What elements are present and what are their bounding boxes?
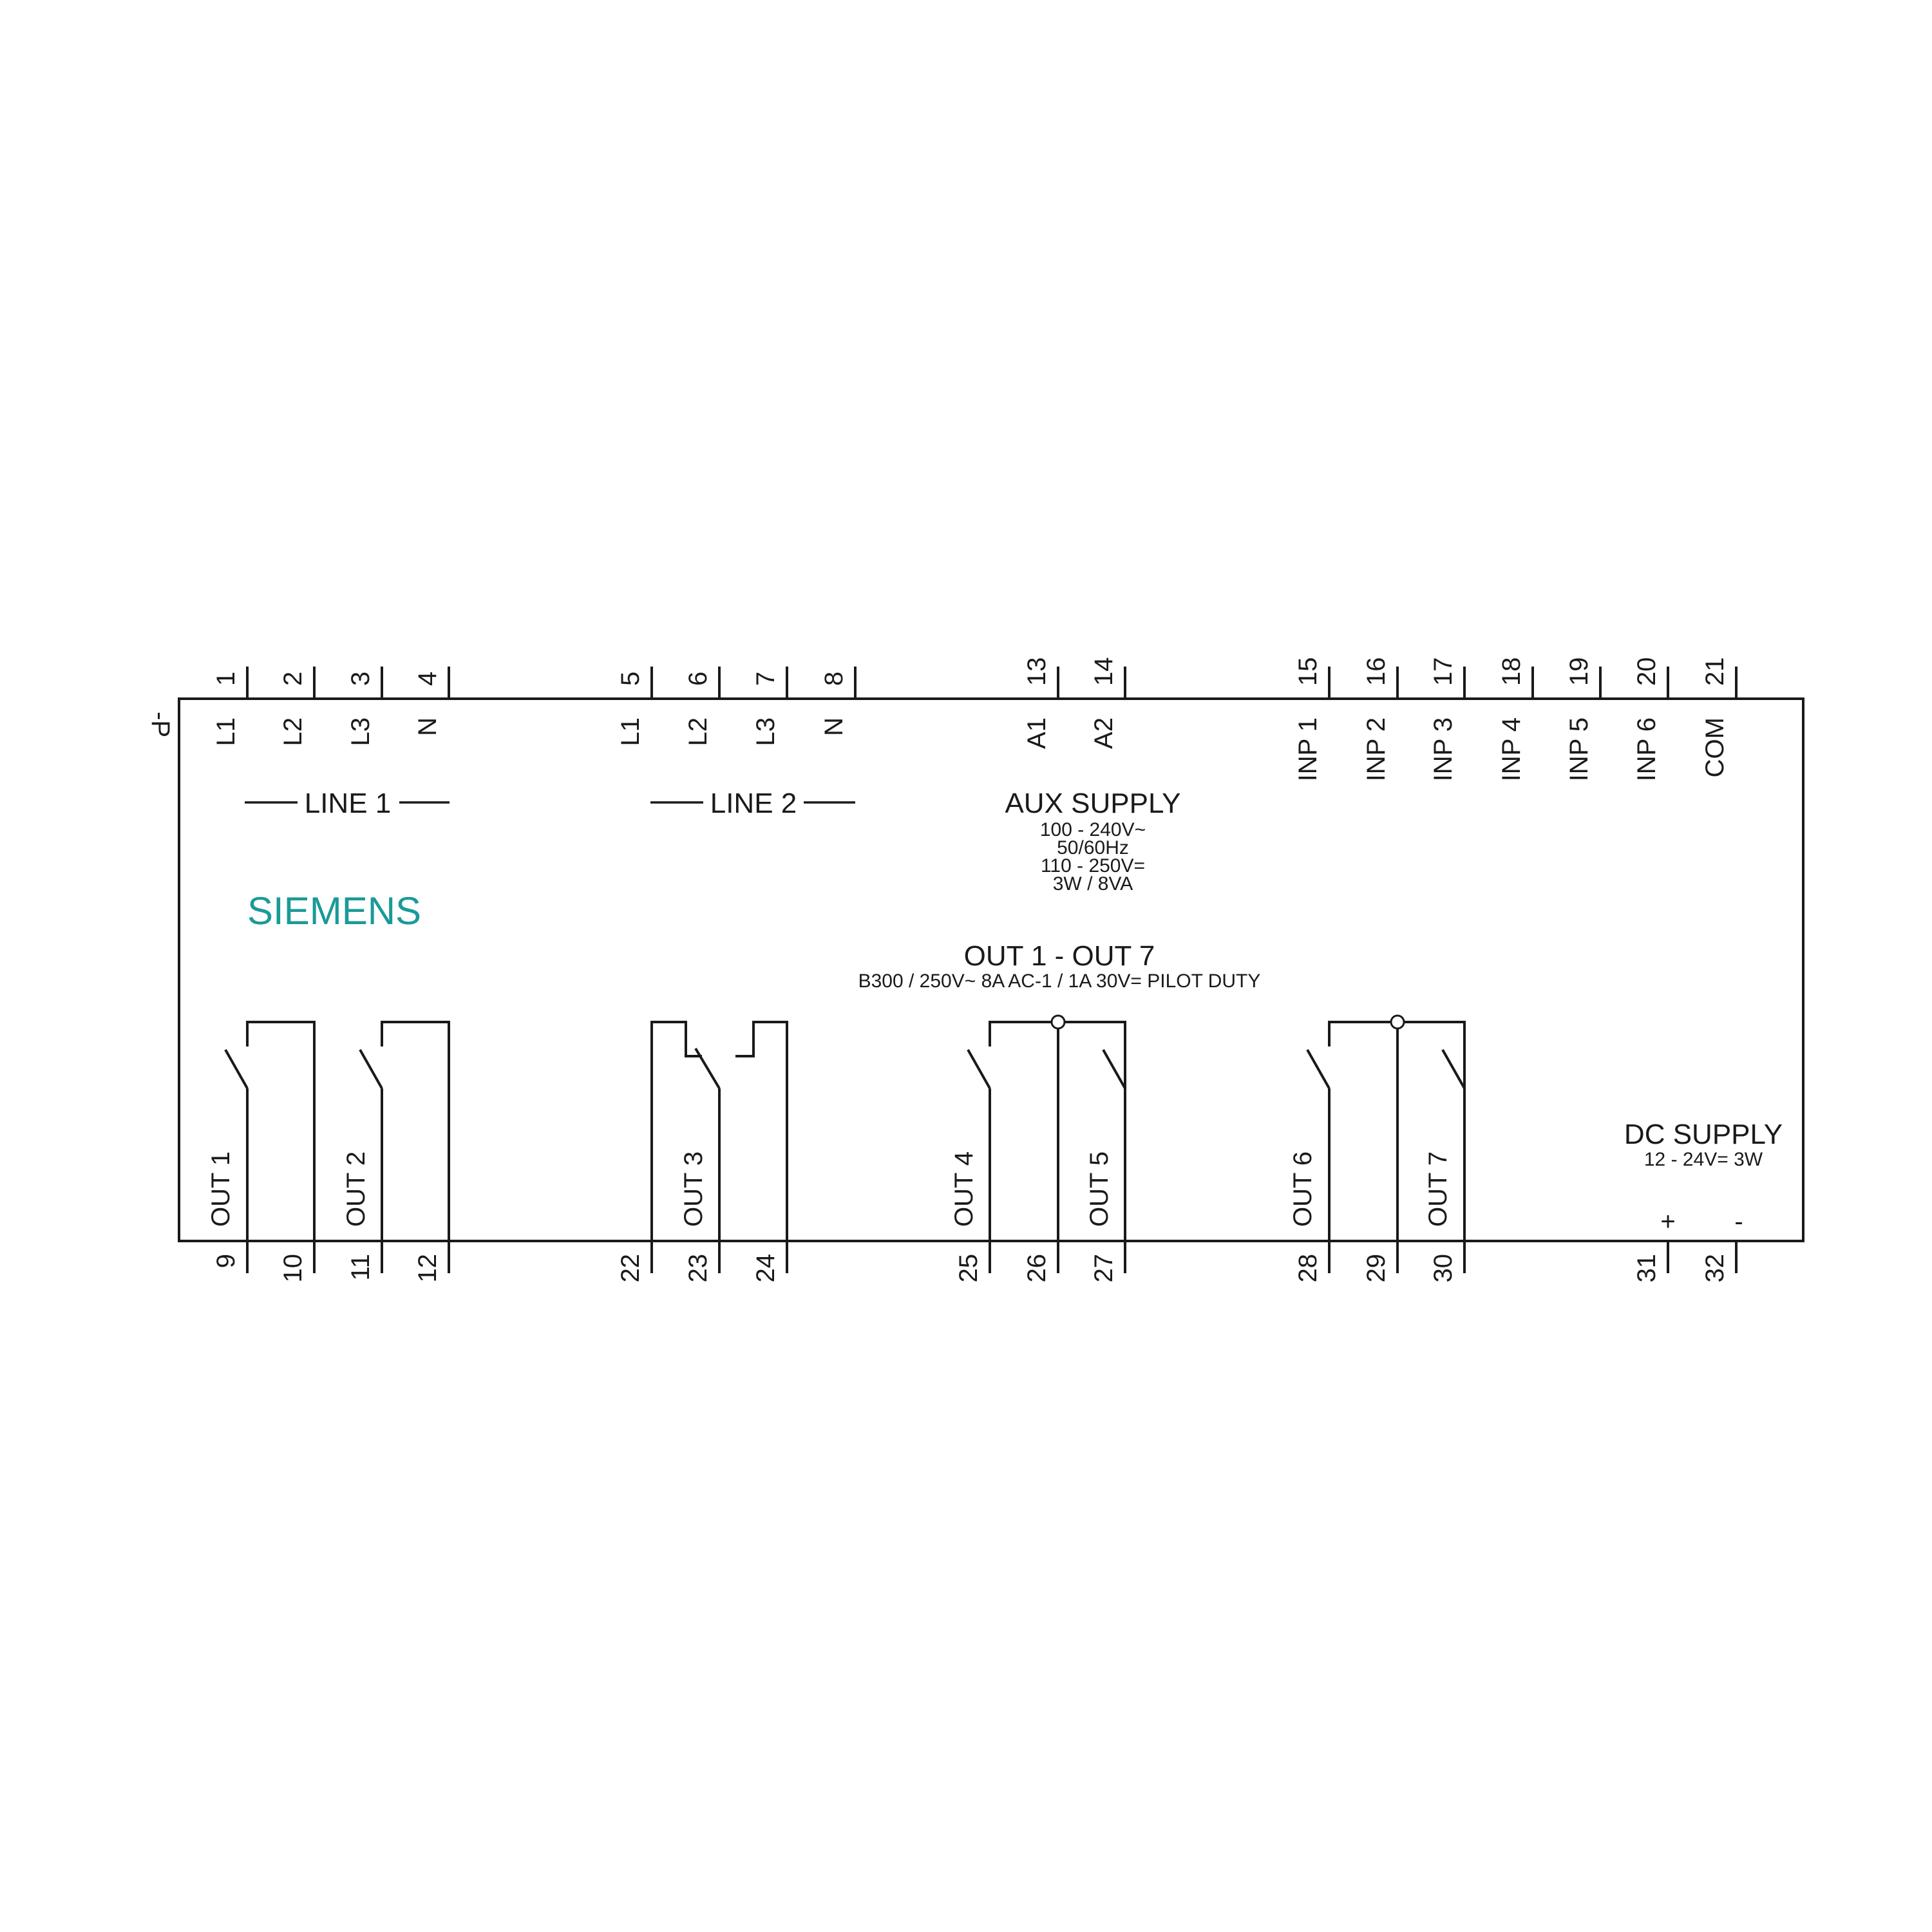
bottom-terminal-number: 25 [954,1254,983,1283]
bottom-terminal-number: 31 [1633,1254,1661,1283]
relay-out2 [359,1021,450,1241]
aux-spec-4: 3W / 8VA [1053,873,1133,895]
out7-label: OUT 7 [1424,1151,1452,1227]
dc-plus-symbol: + [1660,1208,1675,1236]
top-terminal-label: INP 4 [1497,717,1526,781]
bottom-terminal-number: 23 [684,1254,712,1283]
out4-label: OUT 4 [950,1151,978,1227]
dc-minus-symbol: - [1734,1208,1743,1236]
dc-supply-spec: 12 - 24V= 3W [1644,1149,1763,1170]
bottom-terminals: 9 10 11 12 22 23 24 25 26 27 28 29 30 31 32 [212,1241,1738,1283]
junction-dot [1050,1014,1066,1030]
top-terminal-number: 6 [684,672,712,686]
top-terminal-number: 16 [1362,658,1390,687]
device-tag: -P [146,712,175,737]
bottom-terminal-number: 32 [1701,1254,1729,1283]
bottom-terminal-number: 24 [752,1254,780,1283]
top-terminal-number: 13 [1023,658,1051,687]
top-terminal-label: COM [1701,717,1729,777]
relay-out3 [650,1021,788,1241]
top-terminal-label: INP 5 [1565,717,1593,781]
dc-supply-title: DC SUPPLY [1624,1119,1783,1150]
outputs-rating: B300 / 250V~ 8A AC-1 / 1A 30V= PILOT DUT… [858,971,1261,992]
top-terminal-number: 5 [616,672,645,686]
out1-label: OUT 1 [207,1151,235,1227]
aux-spec-2: 50/60Hz [1057,837,1129,858]
top-terminal-label: N [820,717,848,736]
bottom-terminal-number: 28 [1294,1254,1322,1283]
bottom-terminal-number: 29 [1362,1254,1390,1283]
bottom-terminal-number: 11 [346,1254,375,1281]
top-terminal-number: 17 [1429,658,1457,687]
top-terminal-number: 2 [279,672,307,686]
top-terminal-label: INP 2 [1362,717,1390,781]
top-terminal-label: L3 [346,717,375,746]
top-terminal-number: 19 [1565,658,1593,687]
top-terminal-number: 20 [1633,658,1661,687]
top-terminal-label: L2 [684,717,712,746]
top-terminal-label: L2 [279,717,307,746]
dc-supply-block: DC SUPPLY 12 - 24V= 3W + - [1624,1119,1783,1236]
siemens-logo: SIEMENS [247,889,421,933]
top-terminal-number: 4 [413,672,442,686]
top-terminal-label: L1 [616,717,645,746]
out6-label: OUT 6 [1289,1151,1317,1227]
top-terminal-label: INP 6 [1633,717,1661,781]
top-terminal-label: L1 [212,717,240,746]
aux-spec-1: 100 - 240V~ [1040,819,1146,840]
bottom-terminal-number: 12 [413,1254,442,1283]
top-terminal-label: N [413,717,442,736]
out3-label: OUT 3 [679,1151,708,1227]
line2-label: LINE 2 [710,788,797,819]
top-terminal-number: 14 [1090,658,1118,687]
bottom-terminal-number: 9 [212,1254,240,1268]
bottom-terminal-number: 22 [616,1254,645,1283]
top-terminal-label: INP 3 [1429,717,1457,781]
out5-label: OUT 5 [1085,1151,1113,1227]
aux-supply-title: AUX SUPPLY [1005,788,1180,819]
relay-contacts [224,1014,1466,1241]
aux-spec-3: 110 - 250V= [1041,855,1145,876]
relay-out6-out7 [1306,1014,1466,1241]
top-terminal-label: INP 1 [1294,717,1322,781]
relay-out4-out5 [967,1014,1126,1241]
bottom-terminal-number: 26 [1023,1254,1051,1283]
outputs-title: OUT 1 - OUT 7 [964,940,1155,972]
top-terminal-number: 21 [1701,658,1729,687]
top-terminal-label: A1 [1023,717,1051,749]
line1-label: LINE 1 [305,788,392,819]
out2-label: OUT 2 [342,1151,370,1227]
top-terminal-number: 1 [212,672,240,686]
output-labels: OUT 1 OUT 2 OUT 3 OUT 4 OUT 5 OUT 6 OUT … [207,1151,1452,1227]
top-terminal-number: 15 [1294,658,1322,687]
bottom-terminal-number: 10 [279,1254,307,1283]
outputs-heading: OUT 1 - OUT 7 B300 / 250V~ 8A AC-1 / 1A … [858,940,1261,992]
top-terminal-number: 18 [1497,658,1526,687]
relay-out1 [224,1021,316,1241]
bottom-terminal-number: 30 [1429,1254,1457,1283]
top-terminal-number: 8 [820,672,848,686]
aux-supply-block: AUX SUPPLY 100 - 240V~ 50/60Hz 110 - 250… [1005,788,1180,895]
top-terminal-number: 7 [752,672,780,686]
line1-group: LINE 1 [245,788,450,819]
line2-group: LINE 2 [650,788,855,819]
junction-dot [1390,1014,1405,1030]
top-terminal-label: A2 [1090,717,1118,749]
top-terminal-number: 3 [346,672,375,686]
bottom-terminal-number: 27 [1090,1254,1118,1283]
top-terminal-label: L3 [752,717,780,746]
